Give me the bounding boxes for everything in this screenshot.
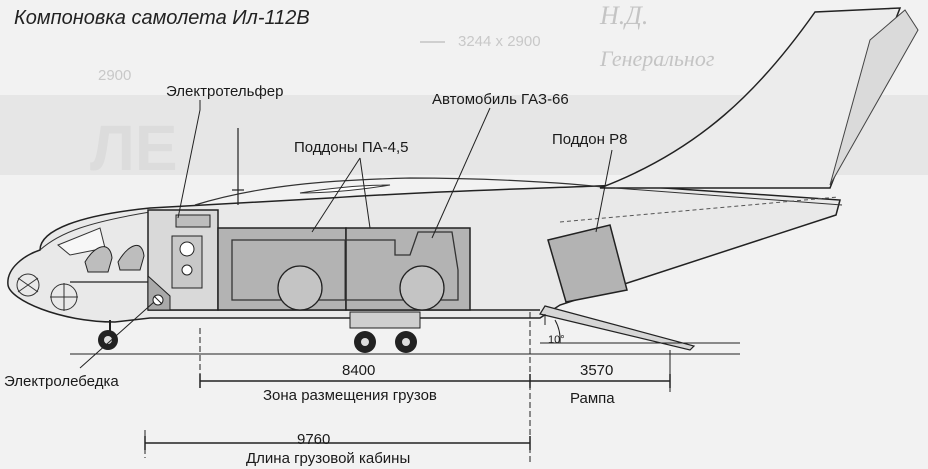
- pallet-p8: [547, 224, 628, 303]
- cabin-length-value: 9760: [297, 431, 330, 448]
- background-dim-b: 2900: [98, 67, 131, 84]
- leader-lines: [79, 100, 613, 369]
- cabin-length-label: Длина грузовой кабины: [246, 450, 410, 467]
- cabin-length-dimension: [144, 436, 531, 450]
- ramp-angle: 10°: [548, 334, 565, 346]
- pallets-label: Поддоны ПА-4,5: [294, 139, 409, 156]
- ramp: [539, 196, 839, 351]
- background-dim-a: 3244 х 2900: [458, 33, 541, 50]
- diagram-title: Компоновка самолета Ил-112В: [14, 7, 310, 29]
- equipment-bay: [147, 209, 219, 311]
- background-signature: Н.Д.: [599, 1, 648, 30]
- ramp-value: 3570: [580, 362, 613, 379]
- background-role: Генеральног: [599, 46, 715, 71]
- vehicle-label: Автомобиль ГАЗ-66: [432, 91, 569, 108]
- ramp-label: Рампа: [570, 390, 615, 407]
- hoist-label: Электротельфер: [166, 83, 283, 100]
- landing-gear: [98, 311, 421, 353]
- pallet-p8-label: Поддон Р8: [552, 131, 627, 148]
- cargo-zone-dimension: [199, 374, 671, 388]
- cargo-zone-label: Зона размещения грузов: [263, 387, 437, 404]
- background-big-letters: ЛЕ: [90, 112, 178, 184]
- winch-label: Электролебедка: [4, 373, 119, 390]
- cargo-zone-value: 8400: [342, 362, 375, 379]
- gaz66-truck: [231, 231, 459, 311]
